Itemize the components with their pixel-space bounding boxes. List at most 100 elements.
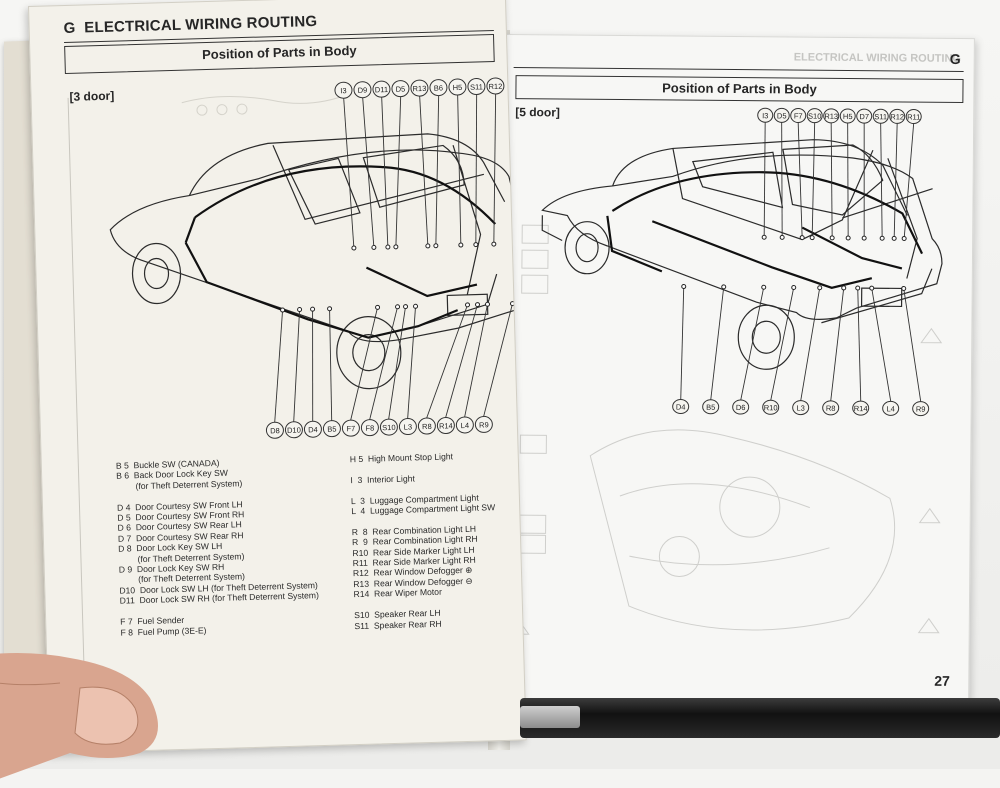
callout-label: R12 <box>488 82 502 91</box>
leader-line <box>369 306 398 420</box>
leader-line <box>493 93 497 245</box>
hand-thumb <box>0 653 158 779</box>
callout-oval <box>474 415 493 433</box>
connector-dot <box>891 235 897 241</box>
callout-label: F7 <box>794 111 803 120</box>
connector-dot <box>475 302 481 308</box>
callout-label: R9 <box>916 405 926 414</box>
connector-dot <box>841 285 847 291</box>
callout-label: R14 <box>439 421 453 430</box>
callout-oval <box>702 399 720 415</box>
connector-dot <box>791 285 797 291</box>
callout-oval <box>372 80 391 98</box>
callout-label: F8 <box>365 423 374 432</box>
callout-oval <box>882 400 900 416</box>
leader-line <box>350 307 378 421</box>
leader-line <box>483 303 513 417</box>
leader-line <box>880 123 883 239</box>
connector-dot <box>761 284 767 290</box>
show-through-ghost <box>181 92 352 116</box>
leader-line <box>710 286 725 400</box>
callout-b6: B6 <box>429 79 448 249</box>
callout-label: D5 <box>396 85 406 94</box>
callout-oval <box>905 109 922 125</box>
callout-r8: R8 <box>417 302 471 435</box>
connector-dot <box>509 301 515 307</box>
connector-dot <box>845 235 851 241</box>
leader-line <box>407 306 416 419</box>
leader-line <box>312 309 314 422</box>
show-through-ghost <box>507 224 943 635</box>
callout-label: L4 <box>886 404 894 413</box>
callout-oval <box>790 108 807 124</box>
callout-oval <box>672 399 690 415</box>
callout-s11: S11 <box>872 108 889 241</box>
connector-dot <box>829 235 835 241</box>
callout-r12: R12 <box>889 108 906 241</box>
callout-r8: R8 <box>822 285 847 416</box>
connector-dot <box>901 235 907 241</box>
callout-label: D10 <box>287 426 301 435</box>
callout-label: F7 <box>346 424 355 433</box>
connector-dot <box>327 306 333 312</box>
callout-label: R9 <box>479 420 489 429</box>
callout-label: S11 <box>470 82 483 91</box>
callout-oval <box>448 78 467 96</box>
leader-line <box>903 288 922 402</box>
callout-label: B6 <box>434 83 443 92</box>
right-page: ELECTRICAL WIRING ROUTING G Position of … <box>497 33 975 709</box>
leader-line <box>871 288 892 402</box>
leader-line <box>457 95 462 246</box>
connector-dot <box>433 243 439 249</box>
connector-dot <box>371 244 377 250</box>
callout-l4: L4 <box>455 301 491 434</box>
callout-oval <box>912 401 930 417</box>
callout-oval <box>839 108 856 124</box>
leader-line <box>811 122 816 238</box>
callout-l4: L4 <box>869 285 900 416</box>
callout-oval <box>823 108 840 124</box>
callout-r14: R14 <box>852 285 870 416</box>
callout-label: H5 <box>453 83 463 92</box>
callout-oval <box>806 108 823 124</box>
leader-line <box>830 287 845 401</box>
leader-line <box>329 308 333 421</box>
callout-label: L3 <box>796 404 804 413</box>
callout-r14: R14 <box>436 302 481 434</box>
callout-label: D4 <box>308 425 318 434</box>
connector-dot <box>491 241 497 247</box>
callout-r13: R13 <box>410 79 431 249</box>
callout-s11: S11 <box>467 78 486 248</box>
callout-oval <box>852 400 870 416</box>
callout-label: D5 <box>777 111 787 120</box>
page-number: 27 <box>934 672 950 689</box>
leader-line <box>395 96 402 247</box>
callout-l3: L3 <box>398 303 419 436</box>
connector-dot <box>375 304 381 310</box>
connector-dot <box>809 235 815 241</box>
callout-d9: D9 <box>353 81 377 250</box>
callout-oval <box>265 421 284 439</box>
callout-label: R14 <box>854 404 868 413</box>
leader-line <box>362 97 375 248</box>
connector-dot <box>351 245 357 251</box>
leader-line <box>781 122 783 238</box>
connector-dot <box>799 235 805 241</box>
connector-dot <box>458 242 464 248</box>
callout-b5: B5 <box>322 306 341 438</box>
callout-label: D6 <box>736 403 746 412</box>
callout-oval <box>284 421 303 439</box>
leader-line <box>863 123 865 239</box>
callout-r13: R13 <box>823 108 840 241</box>
callout-oval <box>889 108 906 124</box>
callout-label: L4 <box>461 421 470 430</box>
connector-dot <box>681 284 687 290</box>
pen-clip <box>520 706 580 728</box>
connector-dot <box>473 242 479 248</box>
leader-line <box>770 287 795 401</box>
